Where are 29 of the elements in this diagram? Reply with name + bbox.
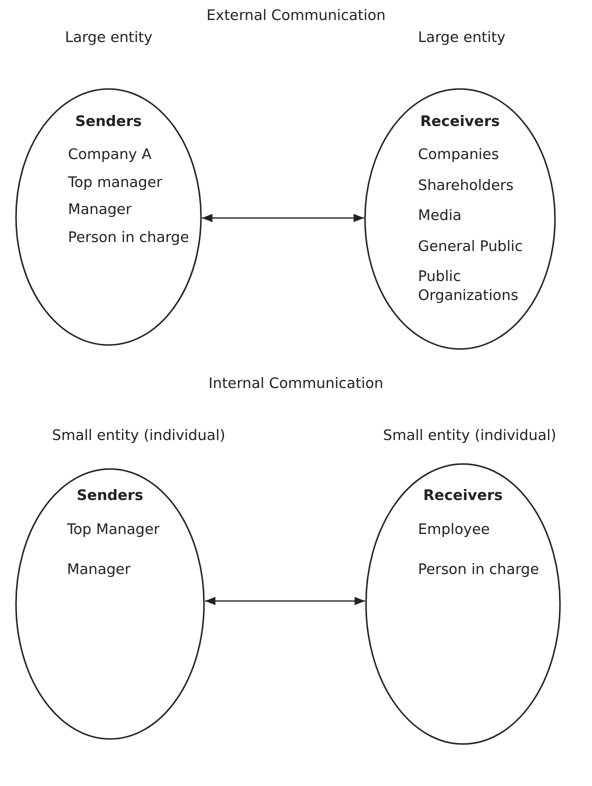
list-item-text: Manager — [67, 561, 132, 580]
list-item-text: Public Organizations — [418, 268, 520, 306]
ellipse-node — [15, 88, 202, 346]
heading-text: Senders — [74, 114, 143, 130]
list-item-text: Shareholders — [418, 176, 515, 196]
list-item-text: Employee — [418, 521, 491, 540]
ellipse-node — [15, 468, 205, 740]
entity-caption: Large entity — [418, 30, 506, 46]
section-title: Internal Communication — [208, 376, 384, 392]
heading-text: Senders — [76, 488, 144, 504]
list-item-text: Person in charge — [418, 561, 540, 580]
heading-text: Receivers — [422, 488, 504, 504]
entity-caption: Small entity (individual) — [383, 428, 556, 444]
list-item-text: General Public — [418, 238, 524, 256]
list-item-text: Media — [418, 207, 463, 226]
list-item-text: Companies — [418, 146, 500, 165]
double-arrow — [202, 214, 364, 222]
list-item-text: Person in charge — [68, 228, 190, 248]
list-item-text: Company A — [68, 146, 153, 165]
section-title: External Communication — [206, 8, 386, 24]
list-item-text: Top manager — [68, 174, 164, 192]
double-arrow — [204, 596, 366, 606]
list-item-text: Manager — [68, 201, 133, 220]
ellipse-node — [364, 88, 556, 350]
entity-caption: Large entity — [65, 30, 152, 46]
heading-text: Receivers — [419, 114, 501, 130]
list-item-text: Top Manager — [67, 521, 161, 540]
ellipse-node — [365, 463, 561, 745]
entity-caption: Small entity (individual) — [52, 428, 226, 444]
